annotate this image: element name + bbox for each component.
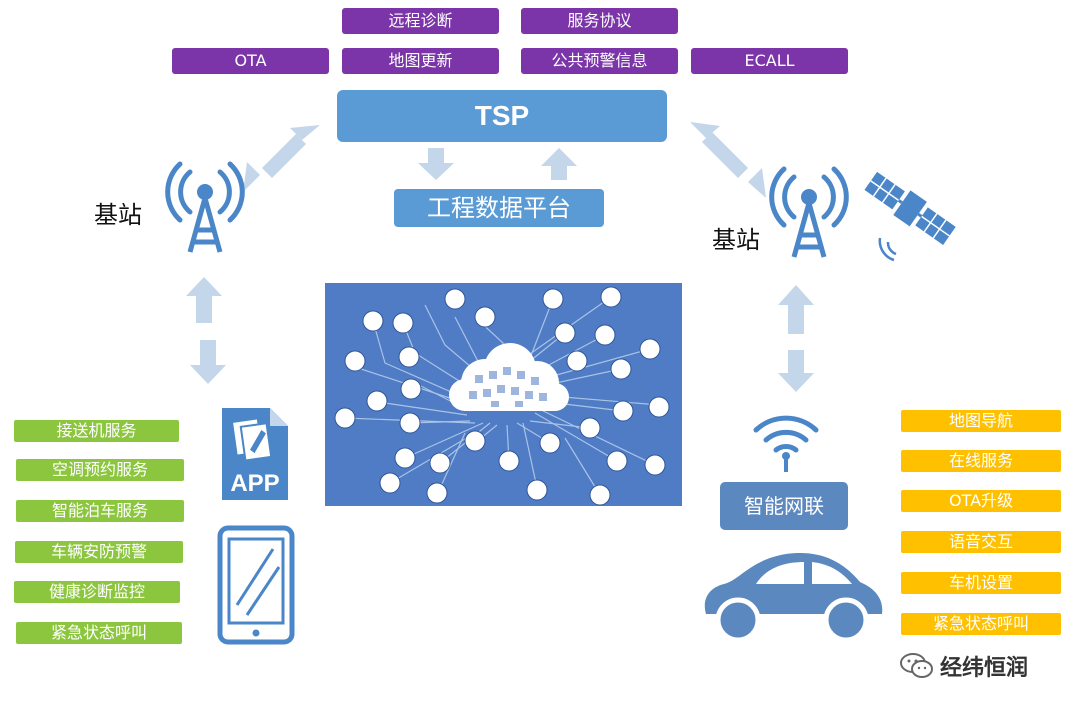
service-public-alert: 公共预警信息 bbox=[521, 48, 678, 74]
tsp-platform: TSP bbox=[337, 90, 667, 142]
satellite-icon bbox=[864, 171, 956, 262]
arrow-tsp-up bbox=[541, 148, 577, 180]
service-remote-diagnosis: 远程诊断 bbox=[342, 8, 499, 34]
app-service-airport-transfer: 接送机服务 bbox=[14, 420, 179, 442]
arrow-tsp-right-station bbox=[690, 122, 766, 198]
mobile-phone-icon bbox=[217, 525, 295, 645]
service-map-update: 地图更新 bbox=[342, 48, 499, 74]
arrow-right-station-vehicle bbox=[778, 285, 814, 392]
antenna-tower-left-icon bbox=[165, 161, 245, 253]
engineering-data-platform: 工程数据平台 bbox=[394, 189, 604, 227]
smart-connected-box: 智能网联 bbox=[720, 482, 848, 530]
vehicle-service-voice: 语音交互 bbox=[901, 531, 1061, 553]
wifi-signal-icon bbox=[753, 415, 819, 472]
brand-name: 经纬恒润 bbox=[940, 656, 1029, 681]
vehicle-service-online: 在线服务 bbox=[901, 450, 1061, 472]
vehicle-service-emergency: 紧急状态呼叫 bbox=[901, 613, 1061, 635]
iot-network-graphic bbox=[334, 286, 670, 506]
wechat-icon bbox=[900, 653, 933, 678]
base-station-right-label: 基站 bbox=[712, 226, 760, 254]
app-service-vehicle-security: 车辆安防预警 bbox=[15, 541, 183, 563]
vehicle-service-navigation: 地图导航 bbox=[901, 410, 1061, 432]
service-agreement: 服务协议 bbox=[521, 8, 678, 34]
vehicle-service-ota-upgrade: OTA升级 bbox=[901, 490, 1061, 512]
app-service-ac-booking: 空调预约服务 bbox=[16, 459, 184, 481]
base-station-left-label: 基站 bbox=[94, 201, 142, 229]
app-service-smart-parking: 智能泊车服务 bbox=[16, 500, 184, 522]
app-document-icon bbox=[222, 408, 288, 500]
app-service-health-monitor: 健康诊断监控 bbox=[14, 581, 180, 603]
service-ota: OTA bbox=[172, 48, 329, 74]
service-ecall: ECALL bbox=[691, 48, 848, 74]
arrow-left-station-app bbox=[186, 277, 226, 384]
brand-watermark: 经纬恒润 bbox=[900, 650, 1028, 682]
car-icon bbox=[704, 553, 883, 643]
vehicle-service-settings: 车机设置 bbox=[901, 572, 1061, 594]
app-label: APP bbox=[230, 470, 280, 497]
app-service-emergency-call: 紧急状态呼叫 bbox=[16, 622, 182, 644]
iot-network-diagram bbox=[325, 283, 682, 506]
arrow-tsp-left-station bbox=[243, 125, 320, 192]
antenna-tower-right-icon bbox=[769, 166, 849, 258]
arrow-tsp-down bbox=[418, 148, 454, 180]
